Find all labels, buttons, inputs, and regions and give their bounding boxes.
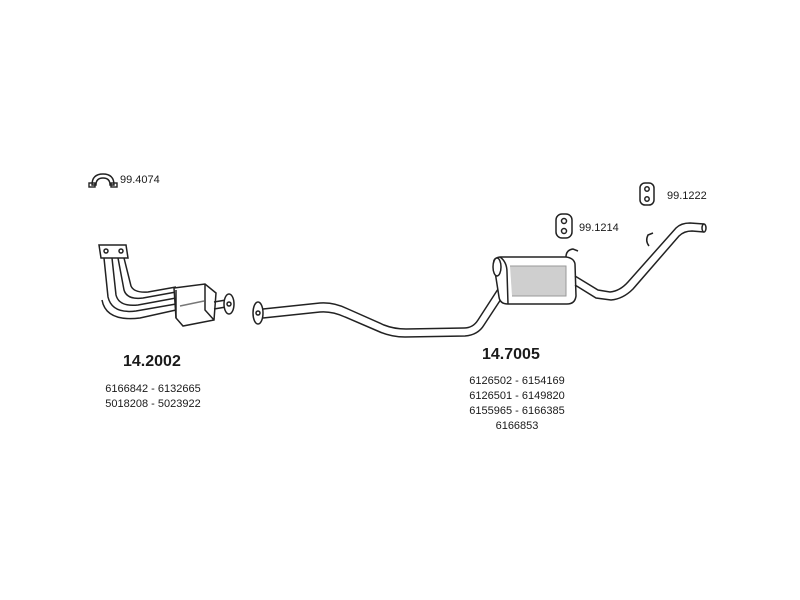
oem-number-line: 6166842 - 6132665 <box>105 383 200 395</box>
oem-number-line: 6126501 - 6149820 <box>469 390 564 402</box>
rear-section-assembly <box>252 222 707 338</box>
clamp-icon <box>88 173 118 188</box>
oem-list-front-pipe: 6166842 - 6132665 5018208 - 5023922 <box>105 383 200 410</box>
part-number-clamp: 99.4074 <box>120 174 160 186</box>
part-number-front-pipe: 14.2002 <box>123 353 181 370</box>
part-number-mount-center: 99.1214 <box>579 222 619 234</box>
front-pipe-assembly <box>98 244 235 327</box>
part-number-rear-section: 14.7005 <box>482 346 540 363</box>
oem-number-line: 5018208 - 5023922 <box>105 398 200 410</box>
oem-number-line: 6126502 - 6154169 <box>469 375 564 387</box>
part-number-mount-right: 99.1222 <box>667 190 707 202</box>
rubber-mount-icon-right <box>639 182 655 206</box>
oem-number-line: 6166853 <box>496 420 539 432</box>
oem-number-line: 6155965 - 6166385 <box>469 405 564 417</box>
rubber-mount-icon-center <box>555 213 573 239</box>
oem-list-rear-section: 6126502 - 6154169 6126501 - 6149820 6155… <box>469 375 564 432</box>
